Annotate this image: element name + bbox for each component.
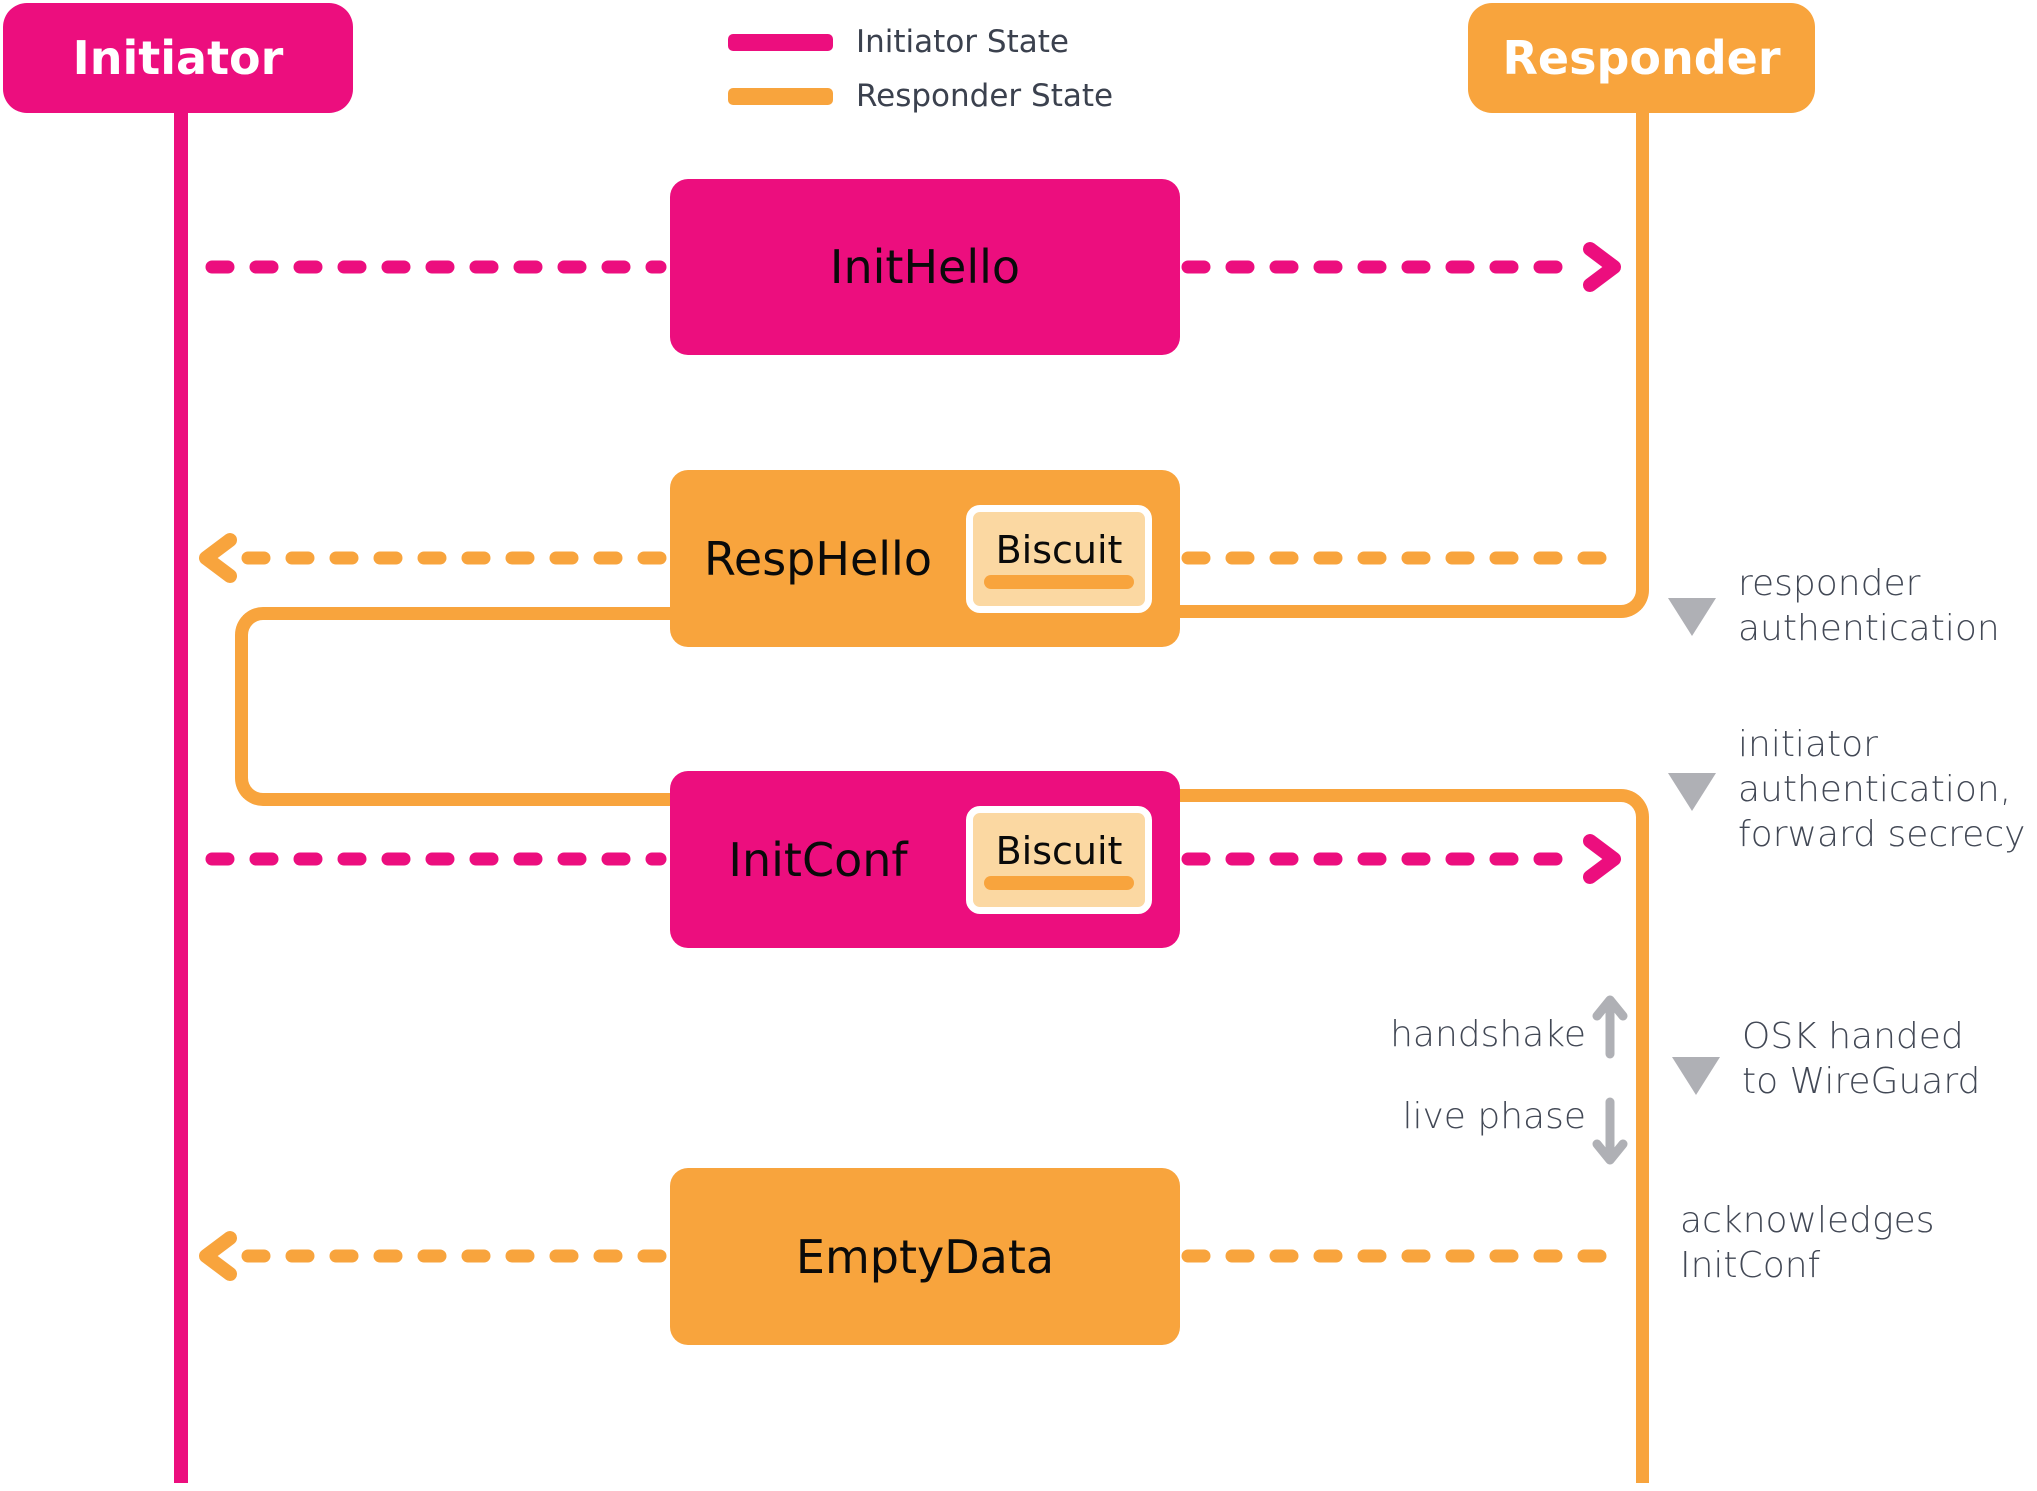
arrowhead-right-icon [1583, 242, 1621, 292]
responder-actor-box: Responder [1468, 3, 1815, 113]
biscuit-chip: Biscuit [966, 805, 1152, 914]
message-box-inithello: InitHello [670, 179, 1180, 355]
legend-label-initiator-state: Initiator State [856, 24, 1069, 60]
biscuit-underline-bar [984, 875, 1134, 890]
phase-label-handshake: handshake [1390, 1014, 1586, 1055]
annotation-initiator-authentication: initiator authentication, forward secrec… [1738, 724, 2026, 855]
message-label: EmptyData [795, 1229, 1055, 1284]
arrowhead-left-icon [199, 1231, 237, 1281]
biscuit-underline-bar [984, 574, 1134, 589]
legend-swatch-initiator-state [728, 34, 833, 51]
responder-state-carry-elbow [235, 607, 670, 806]
down-triangle-icon [1672, 1057, 1720, 1095]
responder-lifeline-lower [1180, 789, 1649, 1483]
down-arrow-icon [1592, 1139, 1628, 1165]
initiator-actor-label: Initiator [72, 31, 284, 85]
legend-swatch-responder-state [728, 88, 833, 105]
message-box-emptydata: EmptyData [670, 1168, 1180, 1345]
down-triangle-icon [1668, 598, 1716, 636]
message-label: InitConf [728, 832, 908, 887]
biscuit-label: Biscuit [995, 828, 1123, 873]
responder-actor-label: Responder [1502, 31, 1781, 85]
message-box-initconf: InitConf Biscuit [670, 771, 1180, 948]
message-box-resphello: RespHello Biscuit [670, 470, 1180, 647]
annotation-responder-authentication: responder authentication [1738, 563, 2000, 649]
legend-label-responder-state: Responder State [856, 78, 1114, 114]
down-triangle-icon [1668, 773, 1716, 811]
initiator-actor-box: Initiator [3, 3, 353, 113]
biscuit-chip: Biscuit [966, 504, 1152, 613]
initiator-lifeline [174, 110, 188, 1483]
message-label: InitHello [829, 240, 1021, 294]
up-arrow-icon [1592, 995, 1628, 1021]
message-label: RespHello [704, 531, 932, 586]
biscuit-label: Biscuit [995, 527, 1123, 572]
responder-lifeline-upper [1180, 113, 1649, 618]
arrowhead-left-icon [199, 533, 237, 583]
arrowhead-right-icon [1583, 834, 1621, 884]
phase-label-live: live phase [1402, 1096, 1586, 1137]
annotation-osk-handed: OSK handed to WireGuard [1742, 1016, 1981, 1102]
annotation-acknowledges-initconf: acknowledges InitConf [1680, 1200, 1935, 1286]
